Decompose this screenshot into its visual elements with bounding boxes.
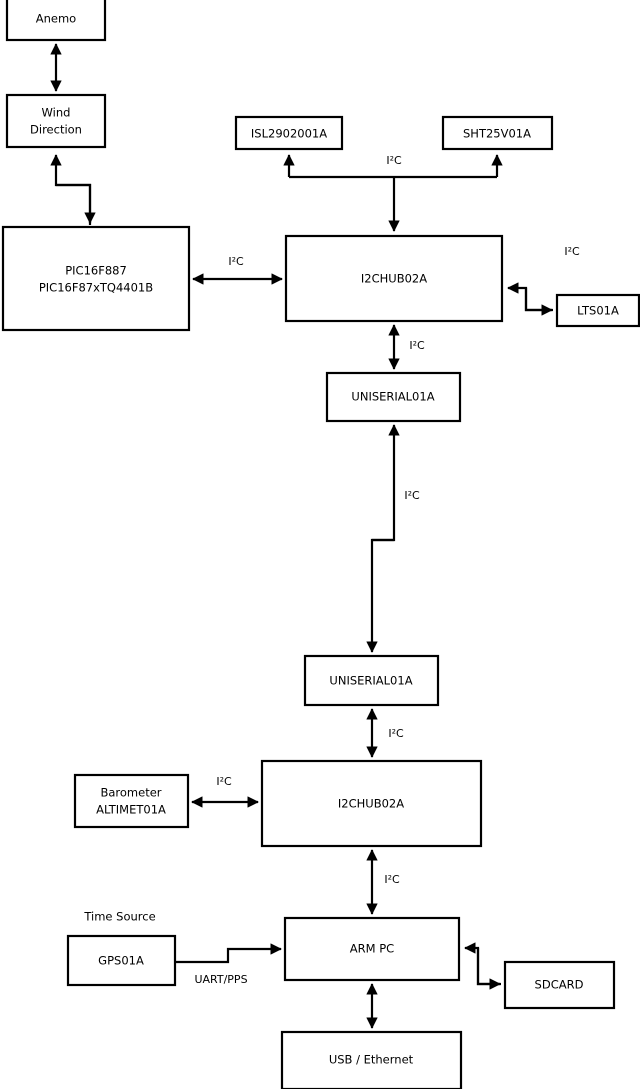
edge-line-uniserial-down (366, 538, 394, 653)
edge-line-armpc-to-sdcard (476, 948, 501, 990)
node-uniserial01a-top[interactable]: UNISERIAL01A (325, 371, 462, 423)
node-sdcard[interactable]: SDCARD (503, 960, 616, 1010)
node-rect-uniserial01a-bottom[interactable] (303, 654, 440, 707)
edge-label-hub-uniserial: I²C (409, 339, 425, 352)
edge-barometer-hub2: I²C (191, 775, 259, 808)
edge-pic-hub: I²C (192, 255, 283, 285)
node-gps01a[interactable]: GPS01A (66, 934, 177, 987)
node-label-anemo: Anemo (36, 12, 76, 26)
node-rect-wind-direction[interactable] (5, 93, 107, 149)
node-rect-barometer[interactable] (73, 773, 190, 829)
edge-line-lts-to-hub (507, 282, 553, 312)
node-label-usb-ethernet: USB / Ethernet (329, 1053, 414, 1067)
node-anemo[interactable]: Anemo (5, 0, 107, 42)
node-label-i2chub02a-bottom: I2CHUB02A (338, 797, 404, 811)
edge-line-hub-to-lts (524, 288, 553, 316)
node-label-wind-direction-line1: Wind (42, 106, 71, 120)
edge-label-hub2-armpc: I²C (384, 873, 400, 886)
label-time-source: Time Source (83, 910, 155, 924)
node-rect-gps01a[interactable] (66, 934, 177, 987)
node-lts01a[interactable]: LTS01A (555, 293, 640, 328)
edge-wind-pic (50, 154, 96, 225)
node-label-barometer-line1: Barometer (100, 786, 161, 800)
edge-line-sdcard-to-armpc (464, 942, 501, 986)
node-rect-lts01a[interactable] (555, 293, 640, 328)
edge-gps-armpc: UART/PPS (175, 943, 282, 986)
node-rect-arm-pc[interactable] (283, 916, 461, 982)
node-rect-isl2902001a[interactable] (234, 115, 344, 151)
edge-hub-lts: I²C (507, 245, 580, 316)
edge-label-pic-hub: I²C (228, 255, 244, 268)
node-barometer[interactable]: Barometer ALTIMET01A (73, 773, 190, 829)
edge-label-gps-armpc: UART/PPS (194, 973, 247, 986)
edge-label-hub-isl-sht: I²C (386, 154, 402, 167)
edge-hub2-armpc: I²C (366, 849, 400, 915)
node-label-uniserial01a-top: UNISERIAL01A (351, 390, 434, 404)
node-rect-i2chub02a-bottom[interactable] (260, 759, 483, 848)
edge-hub-uniserial: I²C (388, 324, 425, 370)
node-rect-uniserial01a-top[interactable] (325, 371, 462, 423)
node-rect-pic[interactable] (1, 225, 191, 332)
node-rect-usb-ethernet[interactable] (280, 1030, 463, 1089)
edge-label-uniserial-link: I²C (404, 489, 420, 502)
node-label-sht25v01a: SHT25V01A (463, 127, 531, 141)
edge-line-pic-to-wind (50, 154, 92, 225)
node-label-pic-line2: PIC16F87xTQ4401B (39, 281, 153, 295)
node-label-i2chub02a-top: I2CHUB02A (361, 272, 427, 286)
edge-label-barometer-hub2: I²C (216, 775, 232, 788)
node-wind-direction[interactable]: Wind Direction (5, 93, 107, 149)
edge-line-wind-to-pic (56, 183, 96, 224)
edge-line-uniserial-up (372, 424, 400, 542)
node-rect-sht25v01a[interactable] (441, 115, 554, 151)
node-uniserial01a-bottom[interactable]: UNISERIAL01A (303, 654, 440, 707)
node-pic[interactable]: PIC16F887 PIC16F87xTQ4401B (1, 225, 191, 332)
edge-uniserial-link: I²C (366, 424, 420, 653)
node-sht25v01a[interactable]: SHT25V01A (441, 115, 554, 151)
node-label-gps01a: GPS01A (98, 954, 144, 968)
node-label-arm-pc: ARM PC (350, 942, 394, 956)
node-rect-i2chub02a-top[interactable] (284, 234, 504, 323)
node-isl2902001a[interactable]: ISL2902001A (234, 115, 344, 151)
node-arm-pc[interactable]: ARM PC (283, 916, 461, 982)
node-label-pic-line1: PIC16F887 (65, 264, 127, 278)
edge-hub-isl-sht: I²C (283, 154, 503, 232)
edge-line-gps-armpc (175, 943, 282, 964)
node-rect-anemo[interactable] (5, 0, 107, 42)
node-label-lts01a: LTS01A (577, 304, 619, 318)
node-label-barometer-line2: ALTIMET01A (96, 803, 166, 817)
edge-label-uniserial-hub2: I²C (388, 727, 404, 740)
node-i2chub02a-bottom[interactable]: I2CHUB02A (260, 759, 483, 848)
node-label-wind-direction-line2: Direction (30, 123, 82, 137)
edge-label-hub-lts: I²C (564, 245, 580, 258)
edge-armpc-sdcard (464, 942, 501, 990)
node-label-uniserial01a-bottom: UNISERIAL01A (329, 674, 412, 688)
node-usb-ethernet[interactable]: USB / Ethernet (280, 1030, 463, 1089)
node-rect-sdcard[interactable] (503, 960, 616, 1010)
node-label-sdcard: SDCARD (535, 978, 584, 992)
node-i2chub02a-top[interactable]: I2CHUB02A (284, 234, 504, 323)
edge-uniserial-hub2: I²C (366, 708, 404, 758)
node-label-isl2902001a: ISL2902001A (251, 127, 327, 141)
